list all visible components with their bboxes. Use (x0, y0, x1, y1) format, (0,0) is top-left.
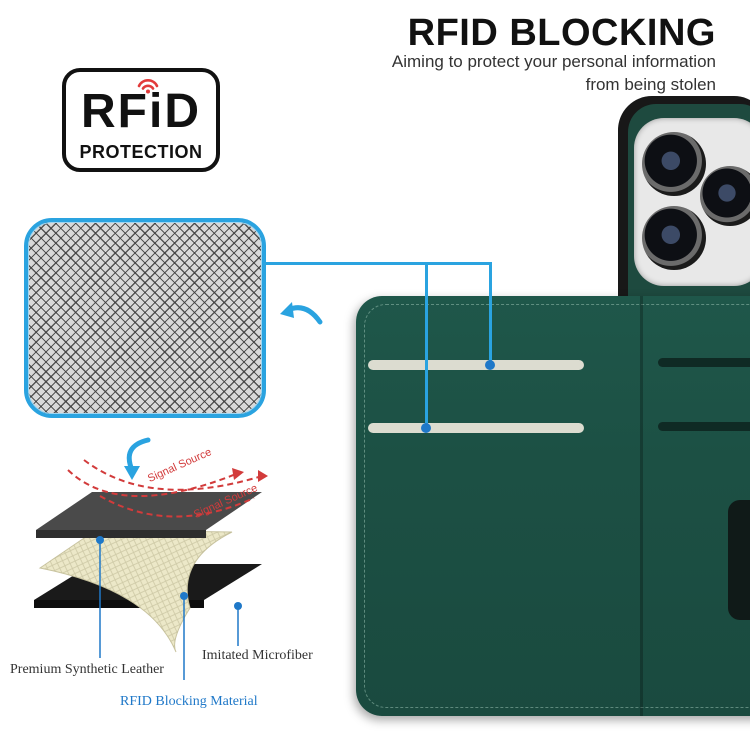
subtitle-line-2: from being stolen (585, 75, 716, 94)
label-premium-synthetic-leather: Premium Synthetic Leather (10, 662, 164, 677)
card-slot-top (368, 360, 584, 370)
card-slot-bottom (368, 423, 584, 433)
headline-subtitle: Aiming to protect your personal informat… (296, 50, 716, 96)
badge-subtitle: PROTECTION (79, 142, 203, 162)
label-imitated-microfiber: Imitated Microfiber (202, 648, 313, 663)
material-layers-diagram (34, 459, 268, 680)
connector-line-right (489, 262, 492, 366)
curved-arrow-left-icon (280, 302, 323, 325)
connector-dot-bottom-slot (421, 423, 431, 433)
label-rfid-blocking-material: RFID Blocking Material (120, 694, 258, 709)
rfid-signal-icon (137, 79, 159, 94)
connector-line-left (425, 262, 428, 428)
wallet-fold-line (640, 296, 643, 716)
camera-lens-right (700, 166, 750, 226)
rfid-protection-badge: RFiD PROTECTION (62, 68, 220, 172)
curved-arrow-down-icon (124, 437, 151, 480)
connector-dot-top-slot (485, 360, 495, 370)
rfid-mesh-swatch (24, 218, 266, 418)
badge-title: RFiD (81, 85, 201, 138)
camera-lens-bottom (642, 206, 706, 270)
magnetic-clasp (728, 500, 750, 620)
subtitle-line-1: Aiming to protect your personal informat… (391, 52, 716, 71)
card-slot-right-top (658, 358, 750, 367)
card-slot-right-bottom (658, 422, 750, 431)
headline-title: RFID BLOCKING (407, 12, 716, 54)
wallet-stitching (364, 304, 750, 708)
camera-lens-top (642, 132, 706, 196)
connector-line-horizontal (266, 262, 492, 265)
